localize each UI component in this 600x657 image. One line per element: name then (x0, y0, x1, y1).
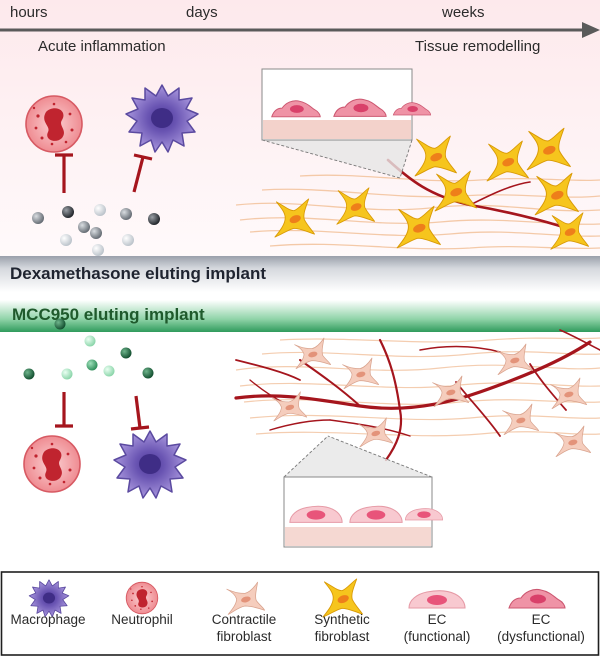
neutrophil-top (25, 95, 83, 153)
dexamethasone-bar (0, 256, 600, 292)
legend-neutrophil-icon (125, 581, 159, 615)
legend-item-contractile-fibroblast: Contractile fibroblast (211, 612, 277, 644)
neutrophil-bottom (23, 435, 81, 493)
contractile-fibroblast-5 (550, 377, 588, 410)
phase-acute-inflammation: Acute inflammation (38, 38, 166, 55)
dexamethasone-title: Dexamethasone eluting implant (10, 264, 266, 283)
legend-item-synthetic-fibroblast: Synthetic fibroblast (314, 612, 370, 644)
contractile-fibroblast-7 (358, 417, 394, 448)
timeline-weeks: weeks (442, 4, 485, 21)
timeline-days: days (186, 4, 218, 21)
collagen-fibers-bottom (235, 337, 600, 437)
zoom-inset-top (261, 68, 432, 179)
contractile-fibroblast-2 (342, 357, 380, 390)
mcc950-bar (0, 300, 600, 332)
phase-tissue-remodelling: Tissue remodelling (415, 38, 541, 55)
zoom-inset-bottom (283, 435, 444, 548)
legend-box (0, 571, 600, 656)
blood-vessels-bottom (234, 329, 600, 462)
timeline-arrow (0, 22, 600, 38)
dexamethasone-particles (32, 204, 160, 256)
contractile-fibroblast-9 (554, 425, 592, 458)
timeline-hours: hours (10, 4, 48, 21)
inhibition-bottom (55, 392, 150, 431)
macrophage-bottom (113, 430, 187, 499)
legend-item-ec-functional: EC (functional) (403, 612, 471, 644)
inhibition-top (55, 153, 153, 193)
mcc950-particles (23, 318, 154, 380)
legend-item-neutrophil: Neutrophil (111, 612, 173, 627)
legend-item-ec-dysfunctional: EC (dysfunctional) (497, 612, 585, 644)
mcc950-title: MCC950 eluting implant (12, 305, 205, 324)
contractile-fibroblast-8 (502, 403, 540, 436)
contractile-fibroblast-4 (496, 343, 534, 376)
legend-item-macrophage: Macrophage (10, 612, 86, 627)
